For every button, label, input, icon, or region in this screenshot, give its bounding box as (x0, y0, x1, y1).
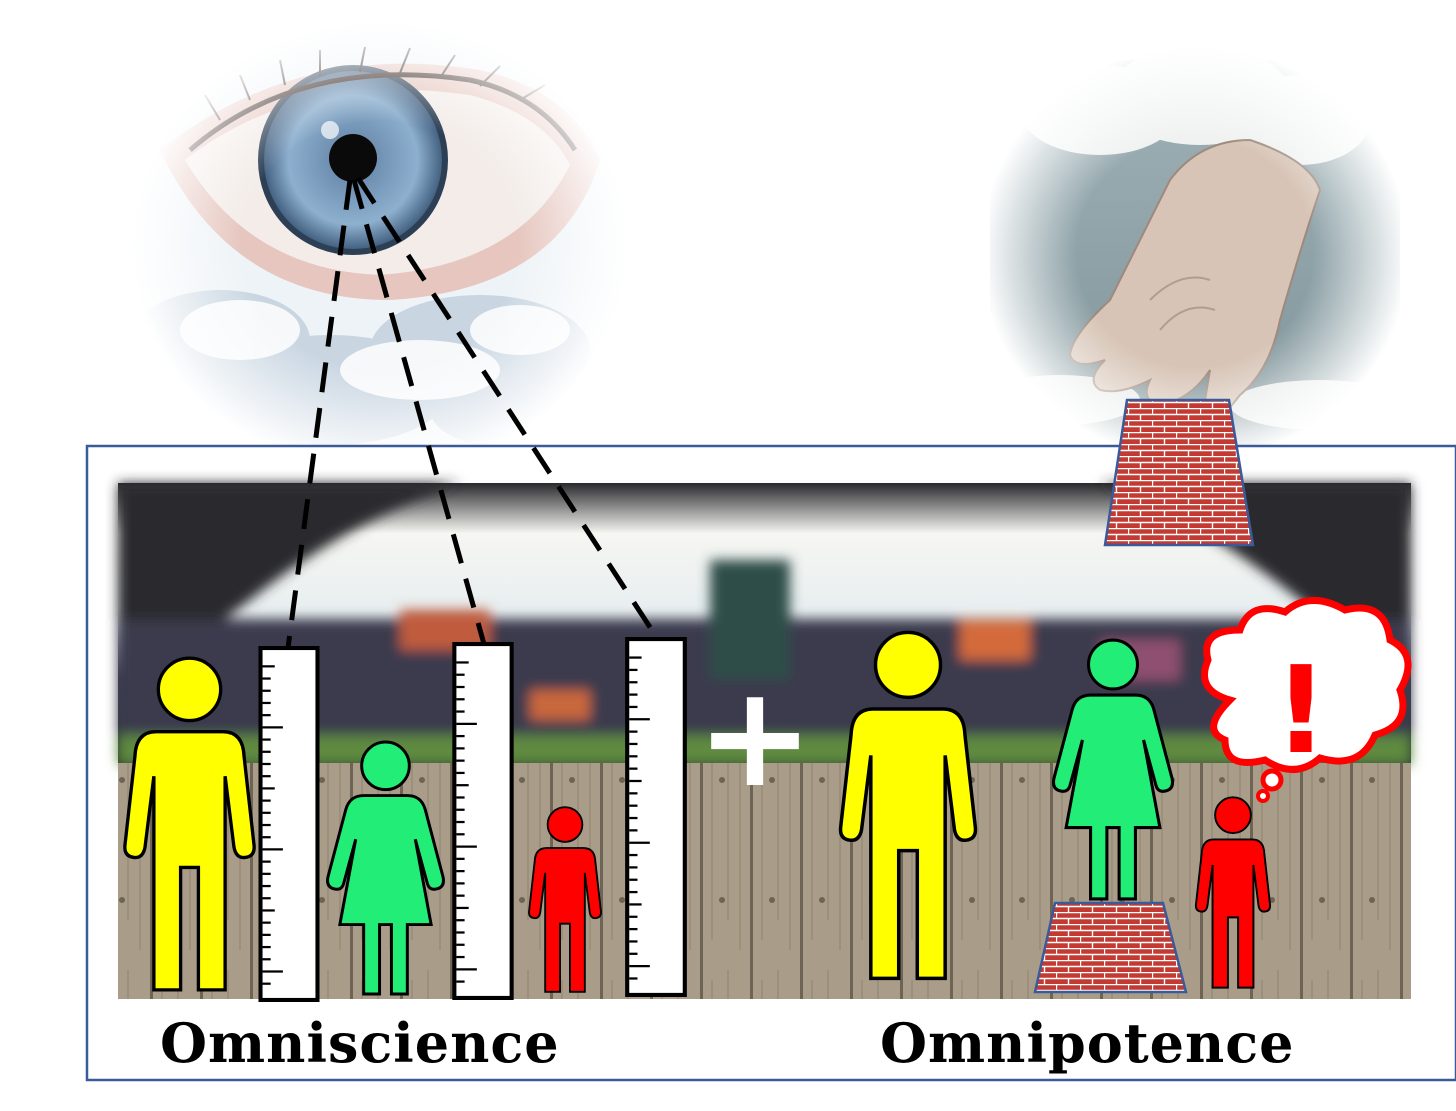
ruler-icon (454, 644, 511, 998)
exclamation-mark: ! (1274, 642, 1329, 781)
ruler-icon (261, 648, 318, 1000)
omnipotence-label: Omnipotence (880, 1016, 1295, 1070)
omniscience-label: Omniscience (160, 1016, 560, 1070)
ruler-icon (627, 639, 685, 995)
eye-icon (130, 20, 630, 470)
brick-box-icon (1035, 903, 1186, 992)
plus-sign: + (696, 656, 813, 819)
hand-icon (980, 45, 1410, 460)
brick-box-icon (1105, 400, 1253, 545)
